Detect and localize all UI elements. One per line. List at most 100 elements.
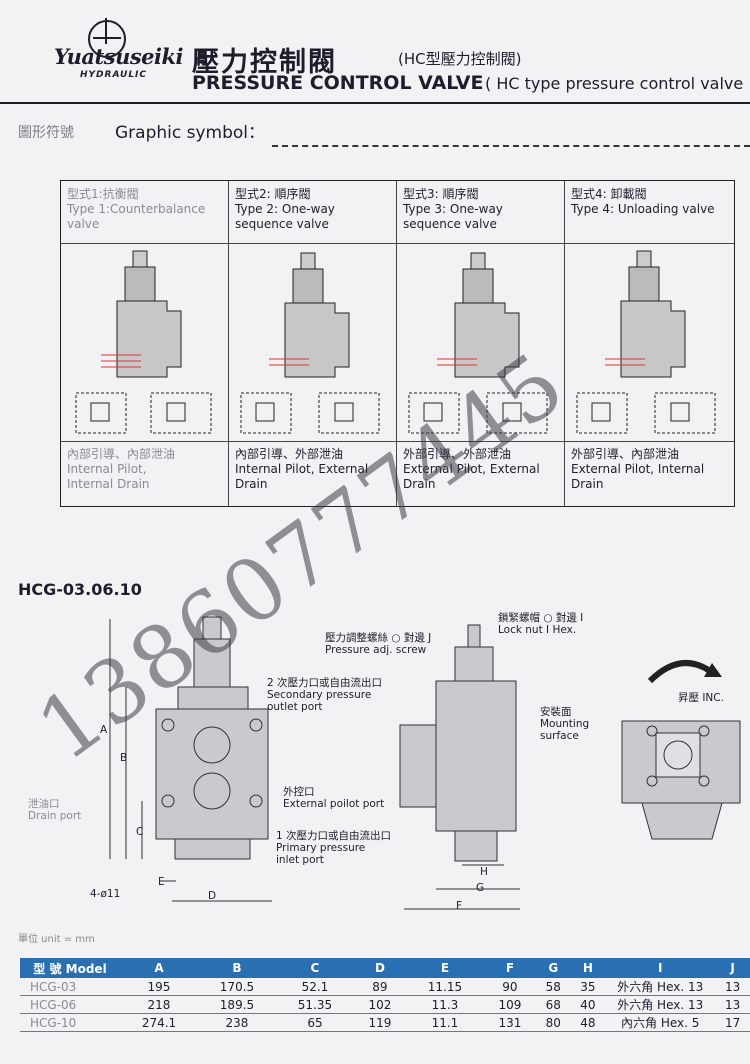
dimension-table: 型 號 Model A B C D E F G H I J HCG-03 195… [20,958,750,1032]
cell: 58 [535,978,571,996]
page-subtitle-zh: (HC型壓力控制閥) [398,50,522,68]
cell: 11.15 [405,978,484,996]
cell: HCG-03 [20,978,120,996]
table-row: HCG-10 274.1 238 65 119 11.1 131 80 48 內… [20,1013,750,1032]
cell: 274.1 [120,1013,198,1032]
dim-label-b: B [120,752,128,764]
cell: 11.3 [405,995,484,1014]
cell: 48 [570,1013,606,1032]
col-header: F [483,958,536,978]
page-title-en: PRESSURE CONTROL VALVE [192,72,484,94]
table-row: HCG-06 218 189.5 51.35 102 11.3 109 68 4… [20,995,750,1014]
cell: 189.5 [197,995,276,1014]
cell: 119 [353,1013,406,1032]
valve-section-icon [408,252,548,434]
cell: 52.1 [275,978,354,996]
header-divider [0,102,750,104]
col-header: E [405,958,484,978]
section-divider [272,145,750,147]
cell: 102 [353,995,406,1014]
table-row: HCG-03 195 170.5 52.1 89 11.15 90 58 35 … [20,978,750,996]
brand-logo-icon [88,18,126,58]
cell: 131 [483,1013,536,1032]
row-divider [61,441,734,442]
col-header: C [275,958,354,978]
valve-section-icon [576,250,716,434]
section-title-en: Graphic symbol： [115,123,266,143]
dim-label-e: E [158,876,165,888]
cell: 218 [120,995,198,1014]
cell: 內六角 Hex. 5 [605,1013,716,1032]
valve-section-icon [240,252,380,434]
cell: 80 [535,1013,571,1032]
col-header: B [197,958,276,978]
cell: 65 [275,1013,354,1032]
col-header: A [120,958,198,978]
col-header: J [715,958,750,978]
table-header-row: 型 號 Model A B C D E F G H I J [20,958,750,978]
dim-label-h: H [480,866,488,878]
cell: 11.1 [405,1013,484,1032]
dim-label-f: F [456,900,463,912]
dim-label-c: C [136,826,144,838]
cell: HCG-06 [20,995,120,1014]
cell: 17 [715,1013,750,1032]
dim-label-d: D [208,890,217,902]
col-header: 型 號 Model [20,958,120,978]
row-divider [61,243,734,244]
unit-label: 單位 unit = mm [18,934,95,945]
col-header: H [570,958,606,978]
model-title: HCG-03.06.10 [18,580,142,599]
cell: 13 [715,978,750,996]
brand-name: Yuatsuseiki [54,44,184,69]
brand-sub: HYDRAULIC [80,70,148,80]
cell: 195 [120,978,198,996]
cell: 13 [715,995,750,1014]
page-title-zh: 壓力控制閥 [192,47,337,78]
dimension-drawing [109,616,741,910]
col-header: I [605,958,716,978]
dim-label-g: G [476,882,485,894]
hole-label: 4-ø11 [90,888,121,900]
cell: 238 [197,1013,276,1032]
cell: HCG-10 [20,1013,120,1032]
col-header: G [535,958,571,978]
valve-section-icon [75,250,212,434]
arrow-inc-icon [647,660,712,684]
page-subtitle-en: ( HC type pressure control valve [485,74,744,93]
cell: 外六角 Hex. 13 [605,978,716,996]
inc-label: 昇壓 INC. [678,692,724,704]
section-title-zh: 圖形符號 [18,125,74,141]
cell: 35 [570,978,606,996]
cell: 40 [570,995,606,1014]
cell: 外六角 Hex. 13 [605,995,716,1014]
cell: 89 [353,978,406,996]
cell: 170.5 [197,978,276,996]
col-header: D [353,958,406,978]
dim-label-a: A [100,724,108,736]
cell: 90 [483,978,536,996]
cell: 68 [535,995,571,1014]
cell: 51.35 [275,995,354,1014]
cell: 109 [483,995,536,1014]
